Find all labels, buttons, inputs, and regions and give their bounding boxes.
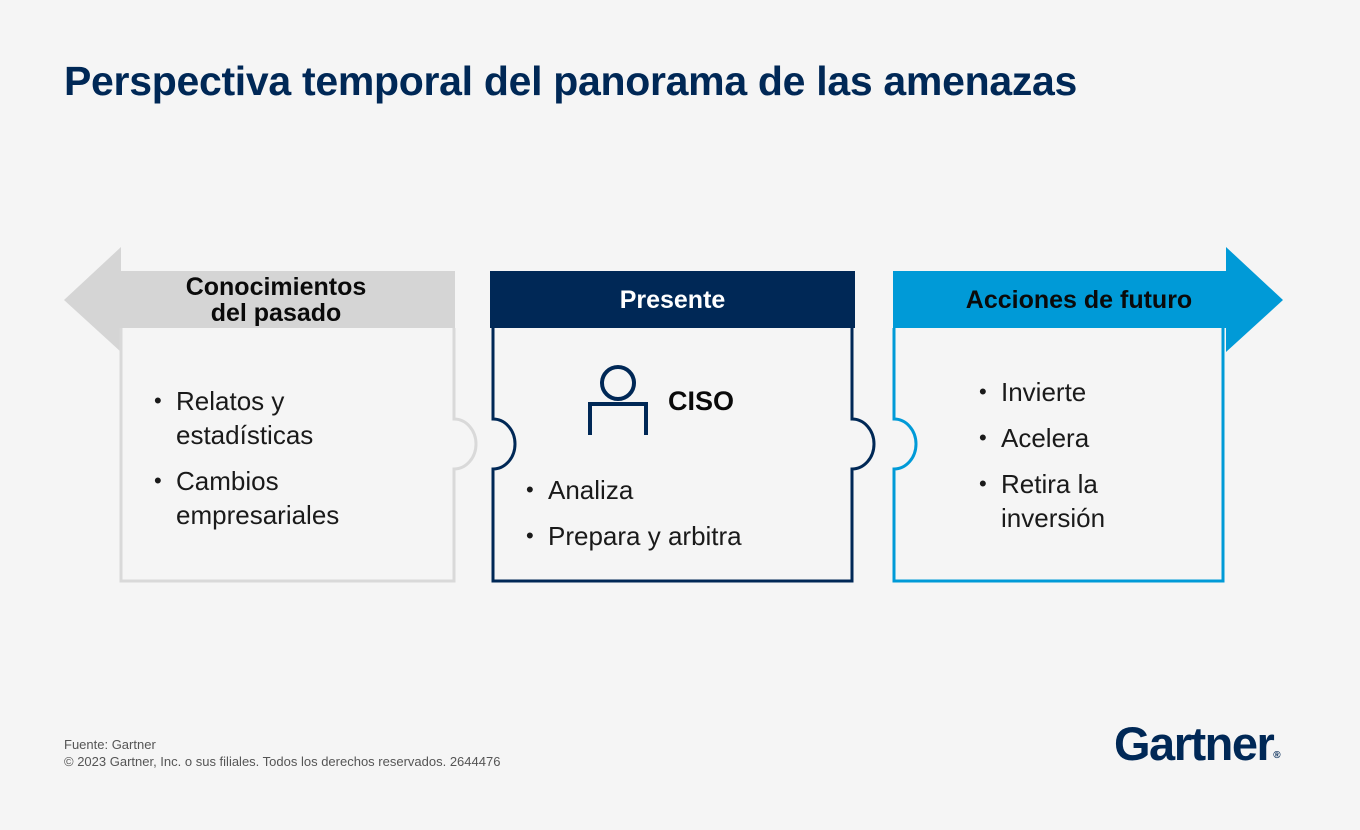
future-panel xyxy=(892,247,1283,583)
past-panel xyxy=(64,247,478,583)
list-item: Prepara y arbitra xyxy=(522,519,842,553)
present-box-border xyxy=(491,328,876,583)
future-arrow-header xyxy=(893,247,1283,352)
list-item: Relatos y estadísticas xyxy=(150,384,390,452)
future-header-label: Acciones de futuro xyxy=(965,285,1193,314)
past-box-border xyxy=(119,328,478,583)
future-box-border xyxy=(892,328,1225,583)
past-header: Conocimientos del pasado xyxy=(121,271,431,328)
past-arrow-header xyxy=(64,247,455,352)
present-header-label: Presente xyxy=(619,285,726,314)
past-list: Relatos y estadísticas Cambios empresari… xyxy=(150,384,390,544)
gartner-logo: Gartner® xyxy=(1114,716,1281,771)
present-list: Analiza Prepara y arbitra xyxy=(522,473,842,565)
person-icon xyxy=(588,365,648,435)
list-item: Retira la inversión xyxy=(975,467,1175,535)
role-label: CISO xyxy=(668,386,735,416)
footer: Fuente: Gartner © 2023 Gartner, Inc. o s… xyxy=(64,736,500,770)
present-header-bar xyxy=(490,271,855,328)
future-header: Acciones de futuro xyxy=(893,271,1265,328)
future-list: Invierte Acelera Retira la inversión xyxy=(975,375,1175,547)
footer-source: Fuente: Gartner xyxy=(64,737,156,752)
logo-registered-mark: ® xyxy=(1273,750,1281,761)
list-item: Cambios empresariales xyxy=(150,464,390,532)
past-header-line2: del pasado xyxy=(210,298,342,327)
list-item: Analiza xyxy=(522,473,842,507)
present-panel xyxy=(490,271,876,583)
page-title: Perspectiva temporal del panorama de las… xyxy=(64,58,1078,104)
footer-copyright: © 2023 Gartner, Inc. o sus filiales. Tod… xyxy=(64,754,501,769)
list-item: Invierte xyxy=(975,375,1175,409)
logo-text: Gartner xyxy=(1114,717,1275,770)
list-item: Acelera xyxy=(975,421,1175,455)
past-header-line1: Conocimientos xyxy=(185,272,367,301)
present-header: Presente xyxy=(490,271,855,328)
